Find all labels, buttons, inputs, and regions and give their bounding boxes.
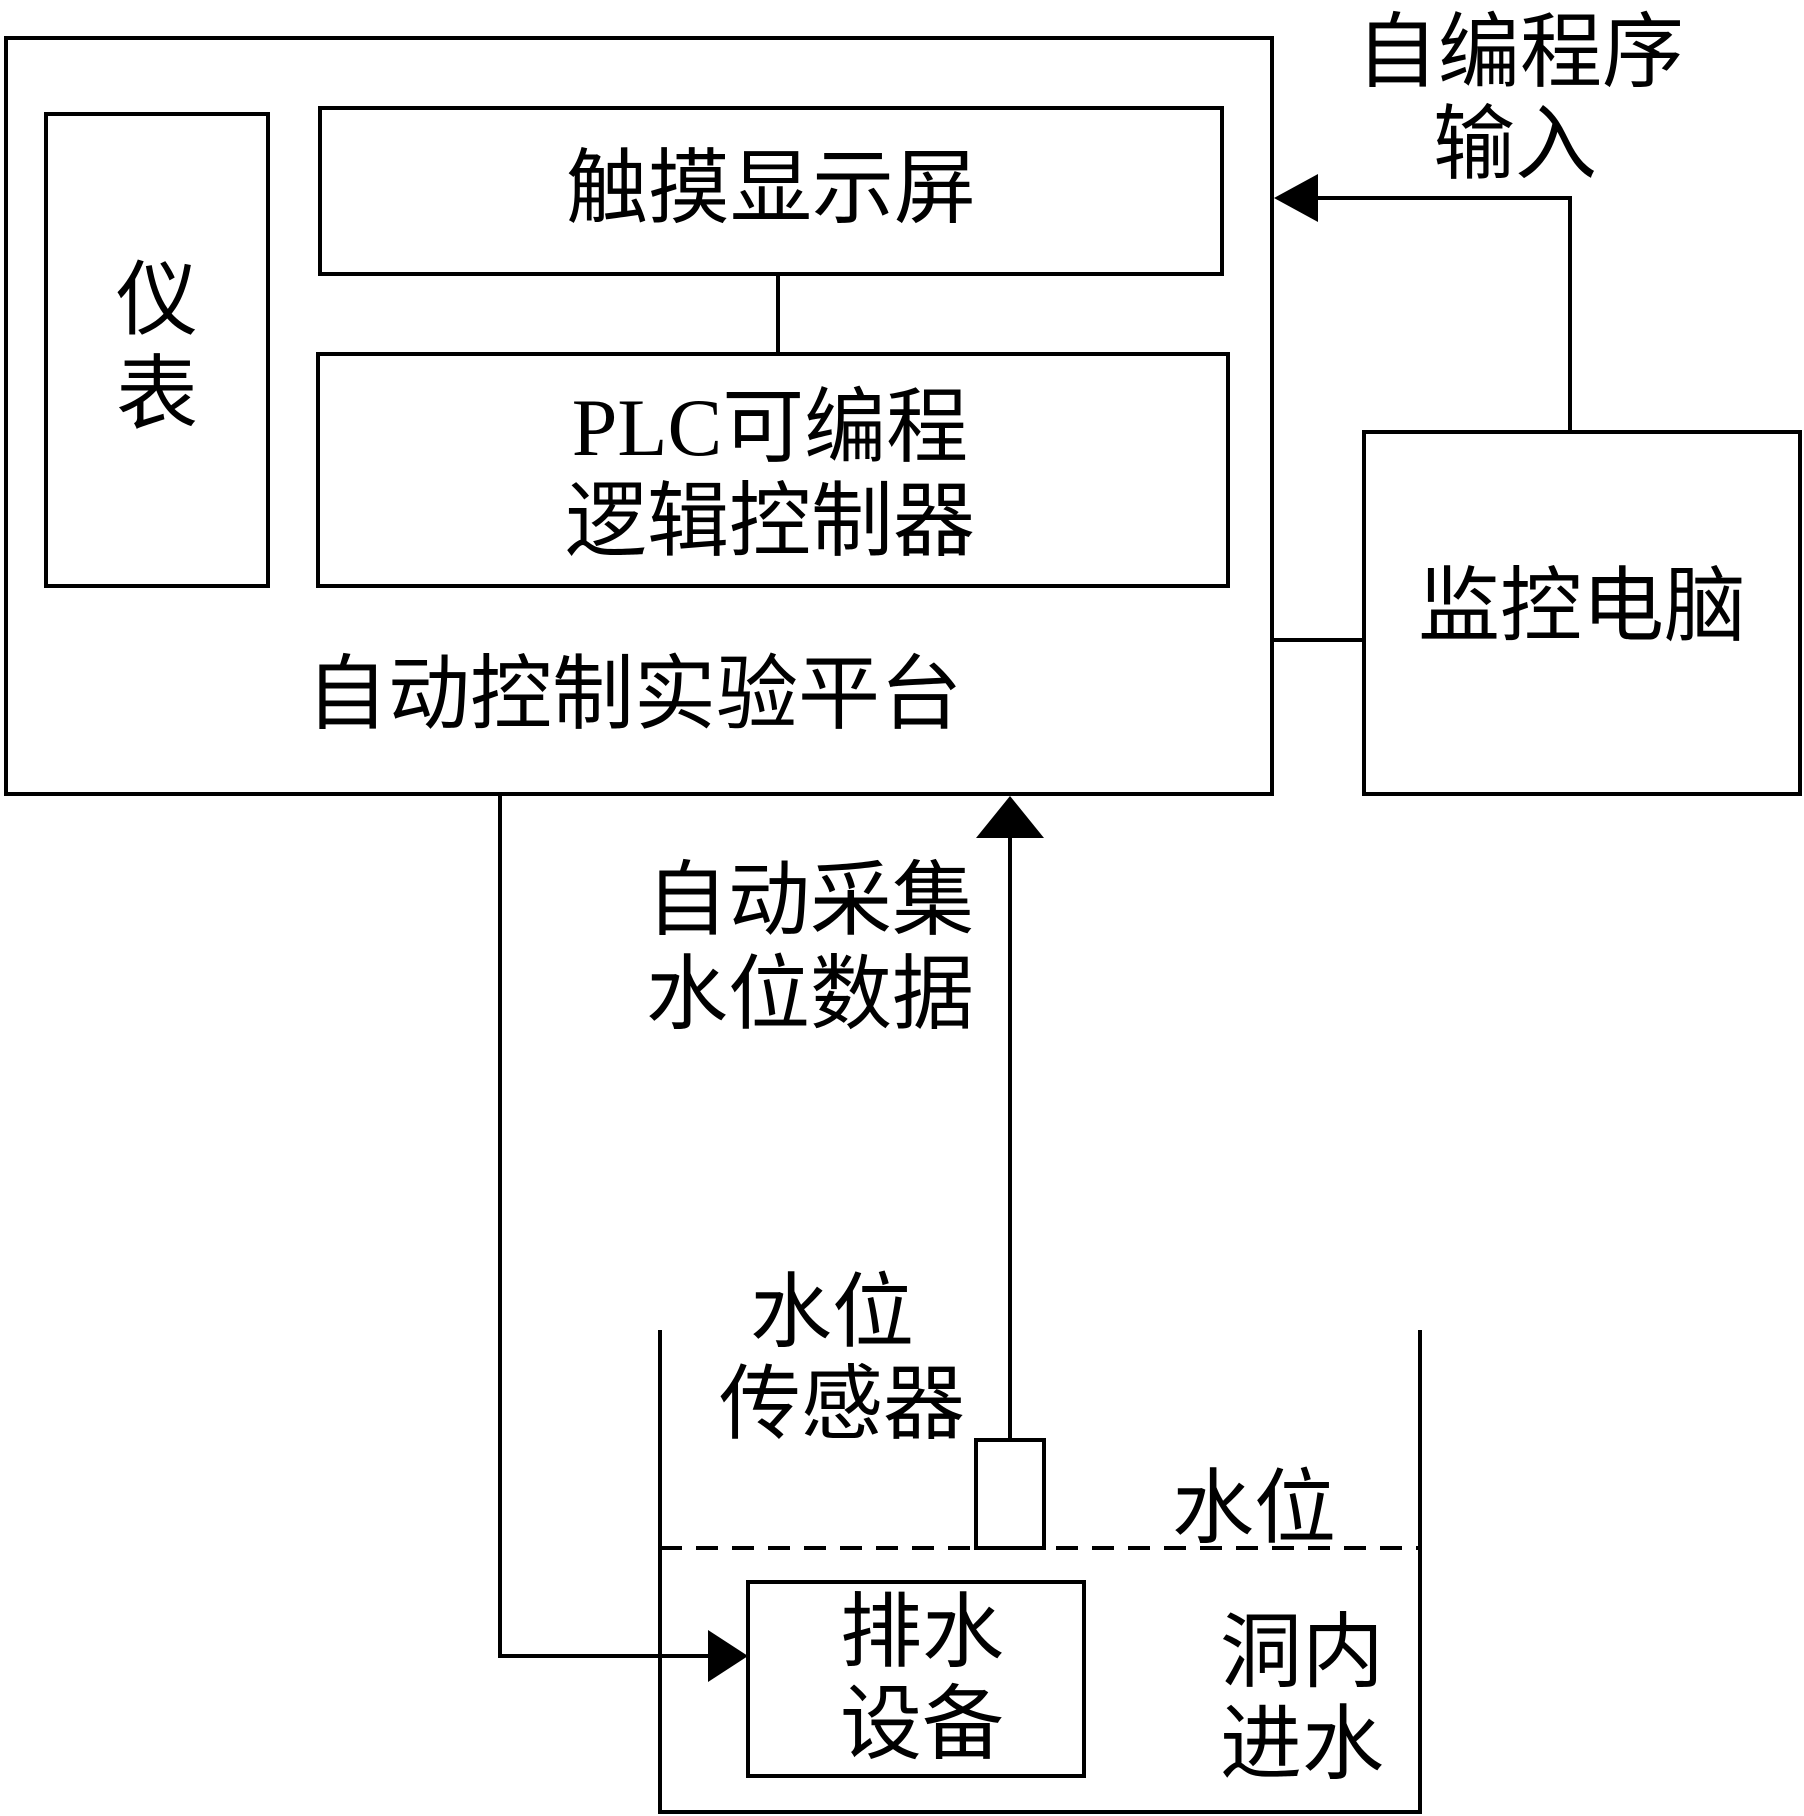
sensor-box xyxy=(974,1438,1046,1550)
sensor-label-line1: 水位 xyxy=(750,1265,914,1360)
meter-label-line2: 表 xyxy=(116,347,198,442)
tank-walls xyxy=(658,1330,1422,1814)
drainage-label-line2: 设备 xyxy=(840,1677,1004,1772)
meter-label-line1: 仪 xyxy=(116,253,198,348)
program-input-label-line1: 自编程序 xyxy=(1356,5,1684,100)
computer-label: 监控电脑 xyxy=(1418,559,1746,654)
drainage-label-line1: 排水 xyxy=(840,1585,1004,1680)
program-input-label-line2: 输入 xyxy=(1433,97,1597,192)
inflow-label-line1: 洞内 xyxy=(1220,1605,1384,1700)
platform-box xyxy=(4,36,1274,796)
data-collection-arrowhead xyxy=(976,796,1044,838)
plc-box xyxy=(316,352,1230,588)
plc-label-line2: 逻辑控制器 xyxy=(565,474,975,569)
platform-label: 自动控制实验平台 xyxy=(306,647,962,742)
drainage-control-connector xyxy=(498,794,708,1658)
program-input-arrowhead xyxy=(1274,174,1318,222)
computer-box xyxy=(1362,430,1802,796)
drainage-box xyxy=(746,1580,1086,1778)
data-collection-label-line2: 水位数据 xyxy=(646,947,974,1042)
inflow-label-line2: 进水 xyxy=(1220,1697,1384,1792)
sensor-label-line2: 传感器 xyxy=(719,1357,965,1452)
data-collection-label-line1: 自动采集 xyxy=(646,853,974,948)
plc-label-line1: PLC可编程 xyxy=(572,382,968,473)
water-level-label: 水位 xyxy=(1172,1461,1336,1556)
drainage-control-arrowhead xyxy=(708,1630,748,1682)
meter-box xyxy=(44,112,270,588)
program-input-connector xyxy=(1318,196,1572,432)
touchscreen-label: 触摸显示屏 xyxy=(566,141,976,236)
touchscreen-box xyxy=(318,106,1224,276)
